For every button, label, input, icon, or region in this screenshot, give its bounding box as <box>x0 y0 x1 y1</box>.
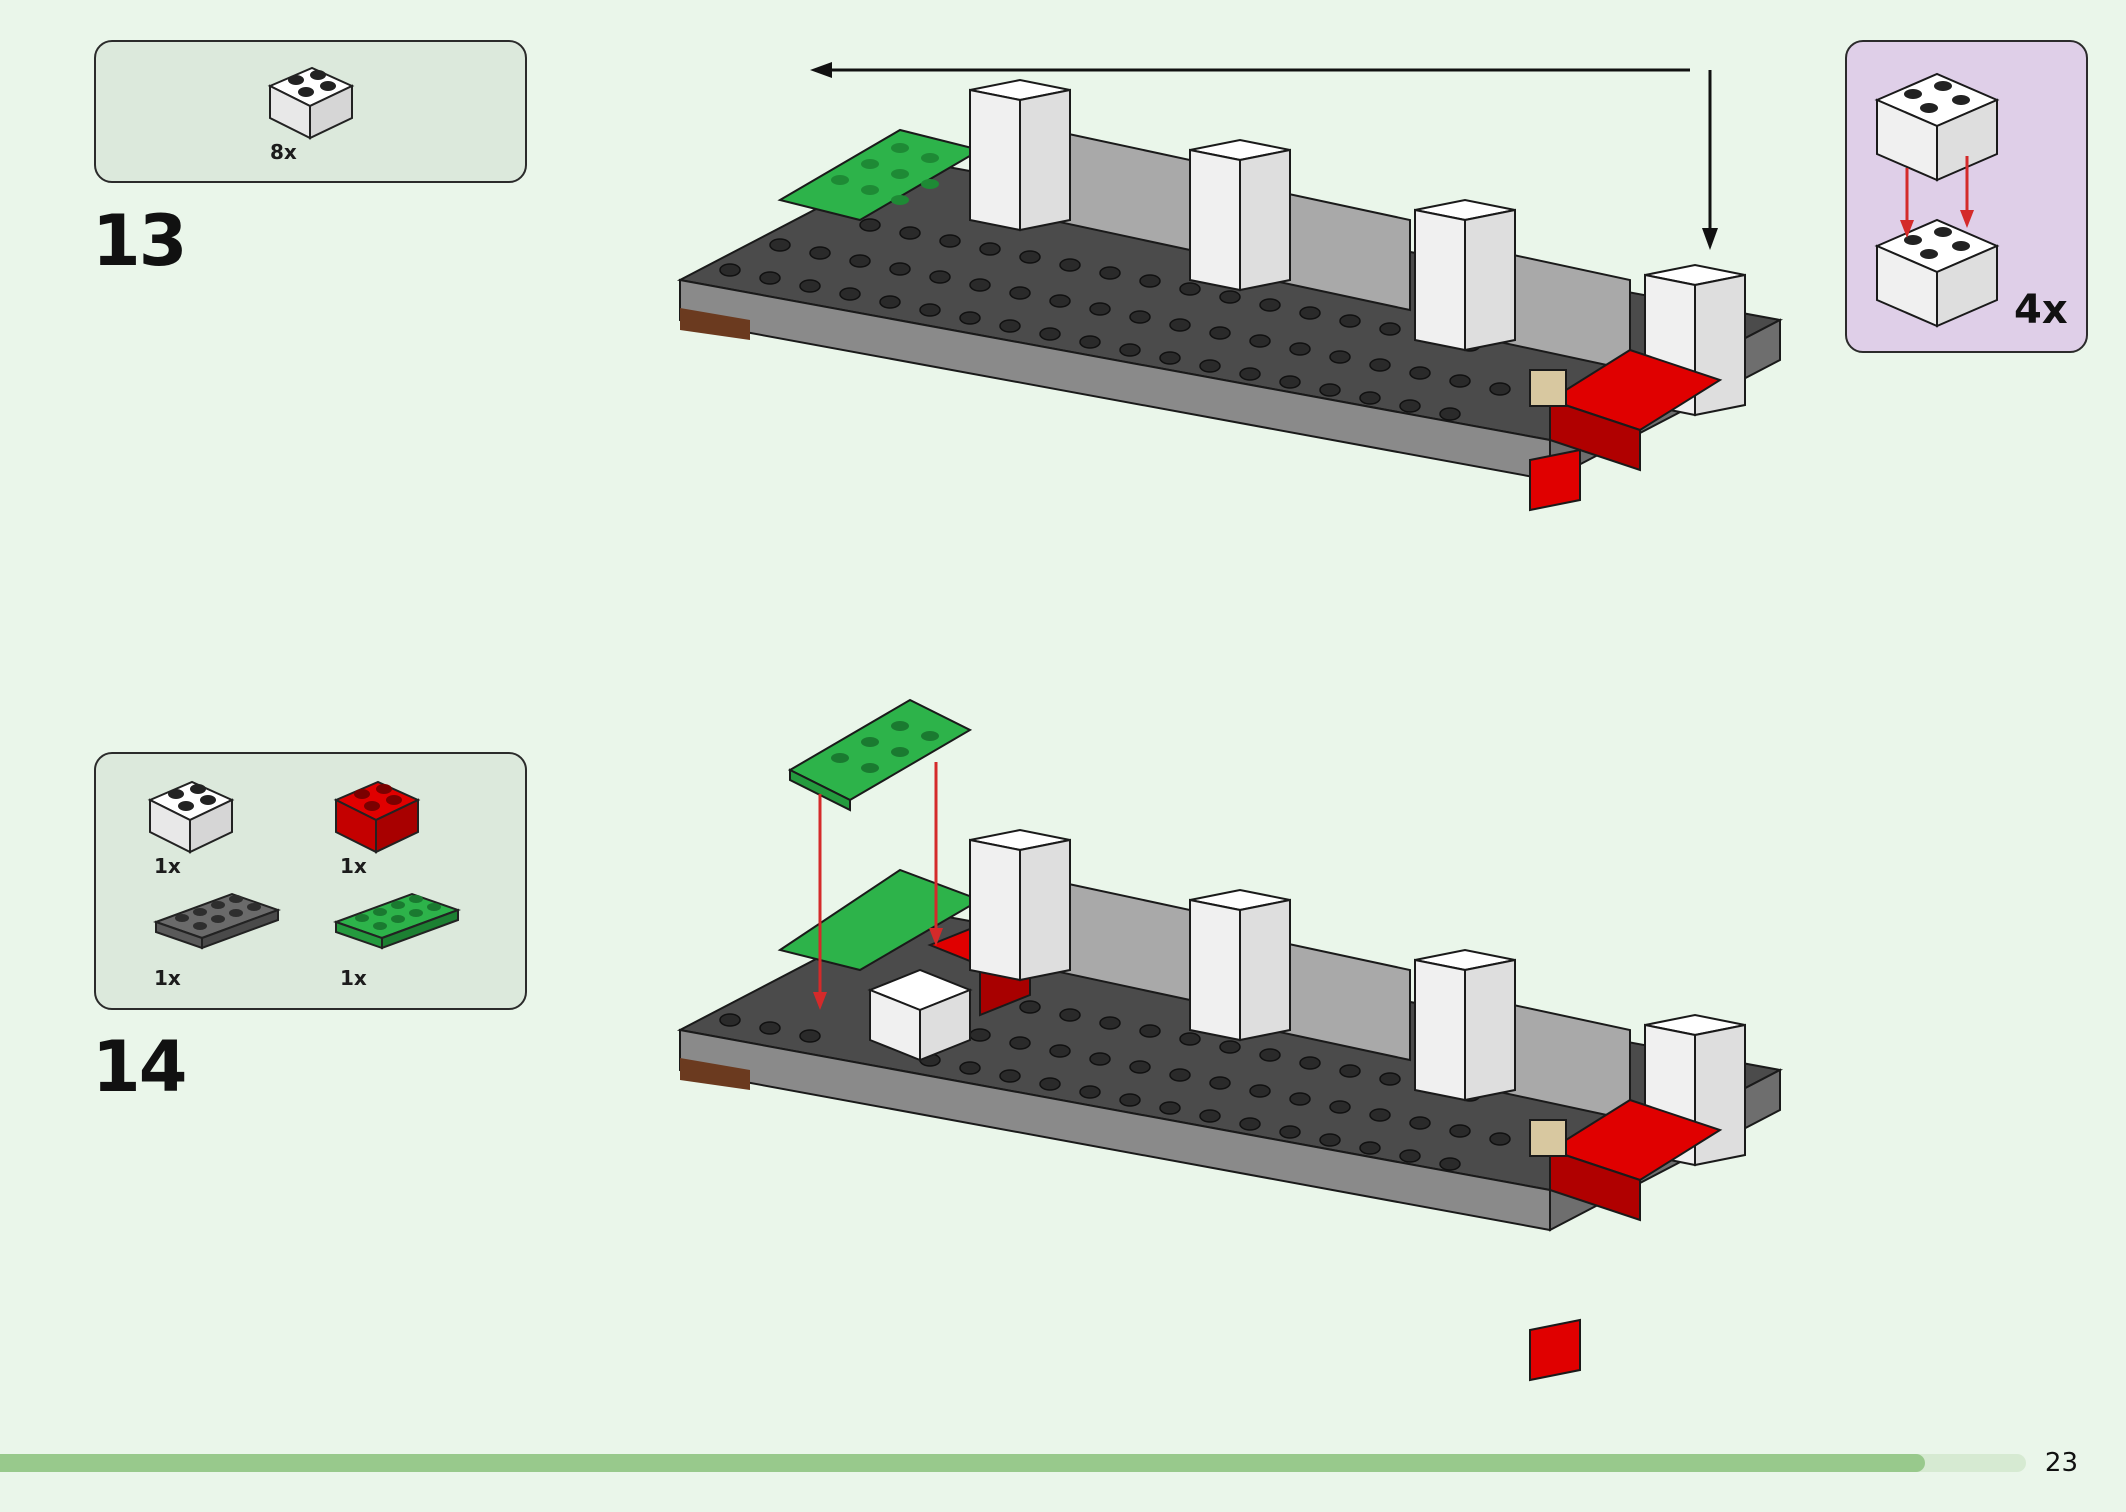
progress-bar-fill <box>0 1454 1925 1472</box>
progress-bar <box>0 1454 2026 1472</box>
stacked-white-bricks-icon <box>1874 72 2000 328</box>
page-number: 23 <box>2044 1448 2078 1478</box>
parts-box-step-14: 1x 1x 1x 1x <box>94 752 527 1010</box>
sub-assembly-callout: 4x <box>1845 40 2088 353</box>
callout-multiplier: 4x <box>2014 287 2068 333</box>
part-count: 8x <box>270 140 297 164</box>
part-count: 1x <box>340 966 367 990</box>
green-plate-2x4-icon <box>333 892 461 950</box>
assembly-model-step-14 <box>676 698 1784 1382</box>
step-number-14: 14 <box>92 1026 187 1108</box>
step-number-13: 13 <box>92 200 187 282</box>
dark-grey-plate-2x4-icon <box>153 892 281 950</box>
part-count: 1x <box>154 966 181 990</box>
white-brick-2x2-icon <box>147 780 235 854</box>
part-count: 1x <box>340 854 367 878</box>
white-brick-2x2-icon <box>267 66 355 140</box>
parts-box-step-13: 8x <box>94 40 527 183</box>
assembly-model-step-13 <box>676 62 1784 512</box>
part-count: 1x <box>154 854 181 878</box>
red-brick-2x2-icon <box>333 780 421 854</box>
